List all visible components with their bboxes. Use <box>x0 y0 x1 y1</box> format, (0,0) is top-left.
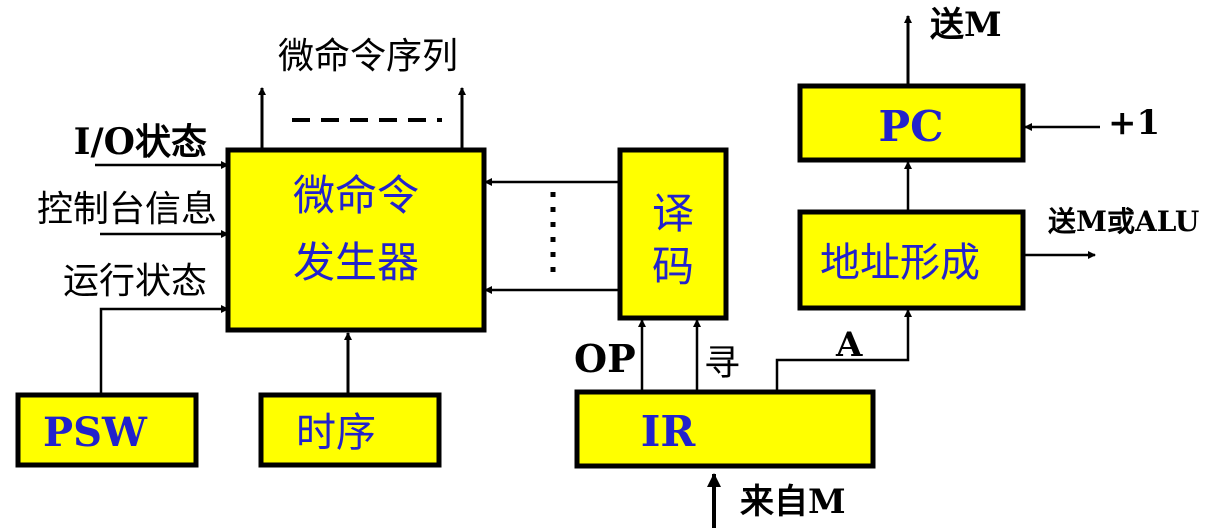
psw-to-generator-line <box>99 305 229 395</box>
console-info-label: 控制台信息 <box>37 189 217 230</box>
micro-command-generator-box <box>225 147 487 333</box>
send-m-or-alu-label: 送M或ALU <box>1048 205 1199 238</box>
decoder-label-line2: 码 <box>652 242 694 291</box>
generator-label-line1: 微命令 <box>293 171 419 220</box>
a-label: A <box>835 325 863 365</box>
send-m-label: 送M <box>930 5 1002 45</box>
from-m-label: 来自M <box>740 482 846 522</box>
decoder-label-line1: 译 <box>652 189 694 238</box>
run-status-label: 运行状态 <box>63 261 207 302</box>
op-label: OP <box>574 336 636 381</box>
ir-to-addr-line <box>775 309 912 392</box>
pc-label: PC <box>878 102 943 151</box>
pc-box <box>797 83 1026 163</box>
psw-box <box>15 392 199 468</box>
address-formation-box <box>797 209 1026 311</box>
ir-box <box>574 389 876 469</box>
io-status-label: I/O状态 <box>74 121 207 163</box>
timing-box <box>258 392 442 468</box>
decoder-box <box>617 147 729 321</box>
addr-label: 地址形成 <box>820 240 980 286</box>
timing-label: 时序 <box>296 410 376 456</box>
plus-one-label: +1 <box>1108 103 1160 143</box>
ir-label: IR <box>641 407 697 456</box>
psw-label: PSW <box>43 409 148 456</box>
xun-label: 寻 <box>704 343 740 384</box>
micro-seq-label: 微命令序列 <box>278 36 458 77</box>
generator-label-line2: 发生器 <box>293 238 419 287</box>
